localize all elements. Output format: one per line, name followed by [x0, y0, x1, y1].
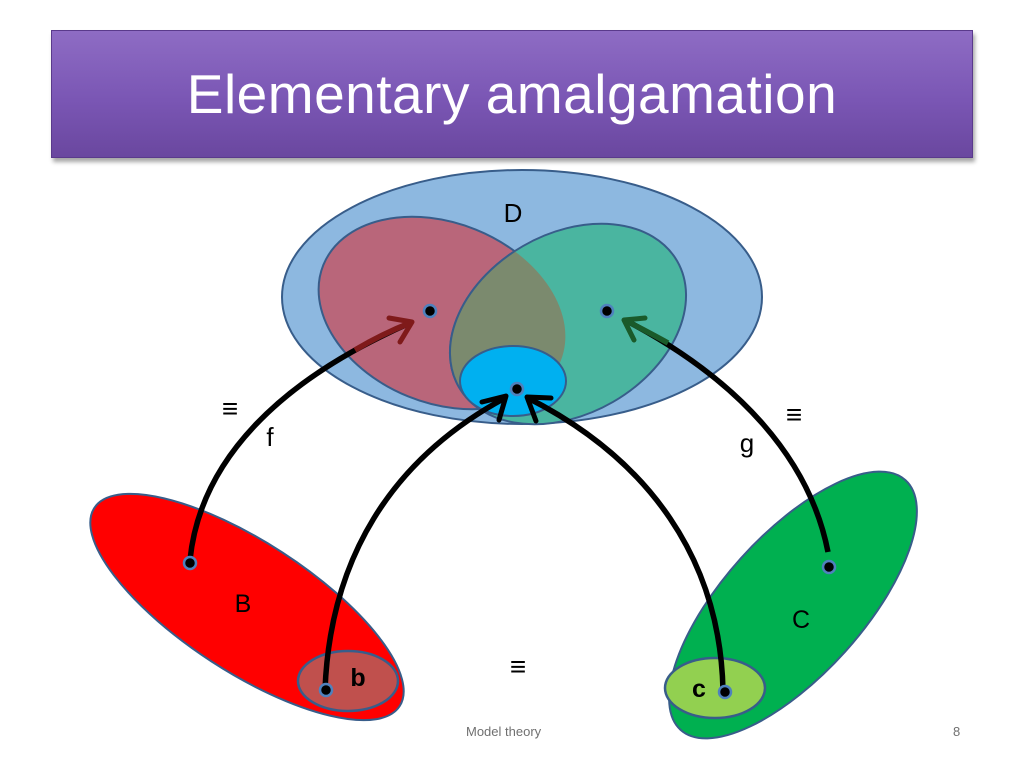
element-dot-c: [717, 684, 733, 700]
label-f: f: [266, 422, 274, 452]
arrow-g-head: [621, 315, 648, 343]
ellipse-D-center: [459, 345, 567, 417]
slide-title: Elementary amalgamation: [186, 63, 838, 125]
ellipse-C: [668, 470, 918, 740]
label-D: D: [504, 198, 523, 228]
label-c: c: [692, 675, 706, 703]
element-dot-B: [182, 555, 198, 571]
element-dot-D-center: [509, 381, 525, 397]
arrow-f-tail: [353, 320, 411, 353]
label-g: g: [740, 428, 754, 458]
arrow-b-head: [479, 393, 509, 423]
equiv-symbol-left: ≡: [222, 393, 238, 424]
footer-text: Model theory: [466, 724, 542, 739]
equiv-symbol-right: ≡: [786, 399, 802, 430]
element-dot-b: [318, 682, 334, 698]
title-bar: Elementary amalgamation: [51, 30, 973, 158]
element-dot-C: [821, 559, 837, 575]
equiv-symbol-bottom: ≡: [510, 651, 526, 682]
ellipse-b: [296, 649, 400, 713]
arrow-c-head: [524, 394, 554, 424]
label-B: B: [235, 590, 252, 618]
label-b: b: [350, 664, 365, 692]
element-dot-D-left: [422, 303, 438, 319]
page-number: 8: [953, 724, 961, 739]
arrow-f-head: [386, 315, 415, 345]
arrow-g: [623, 317, 831, 553]
element-dot-D-right: [599, 303, 615, 319]
ellipse-c: [663, 656, 767, 720]
arrow-b: [322, 395, 507, 691]
label-C: C: [792, 606, 810, 634]
arrow-c: [526, 395, 726, 691]
